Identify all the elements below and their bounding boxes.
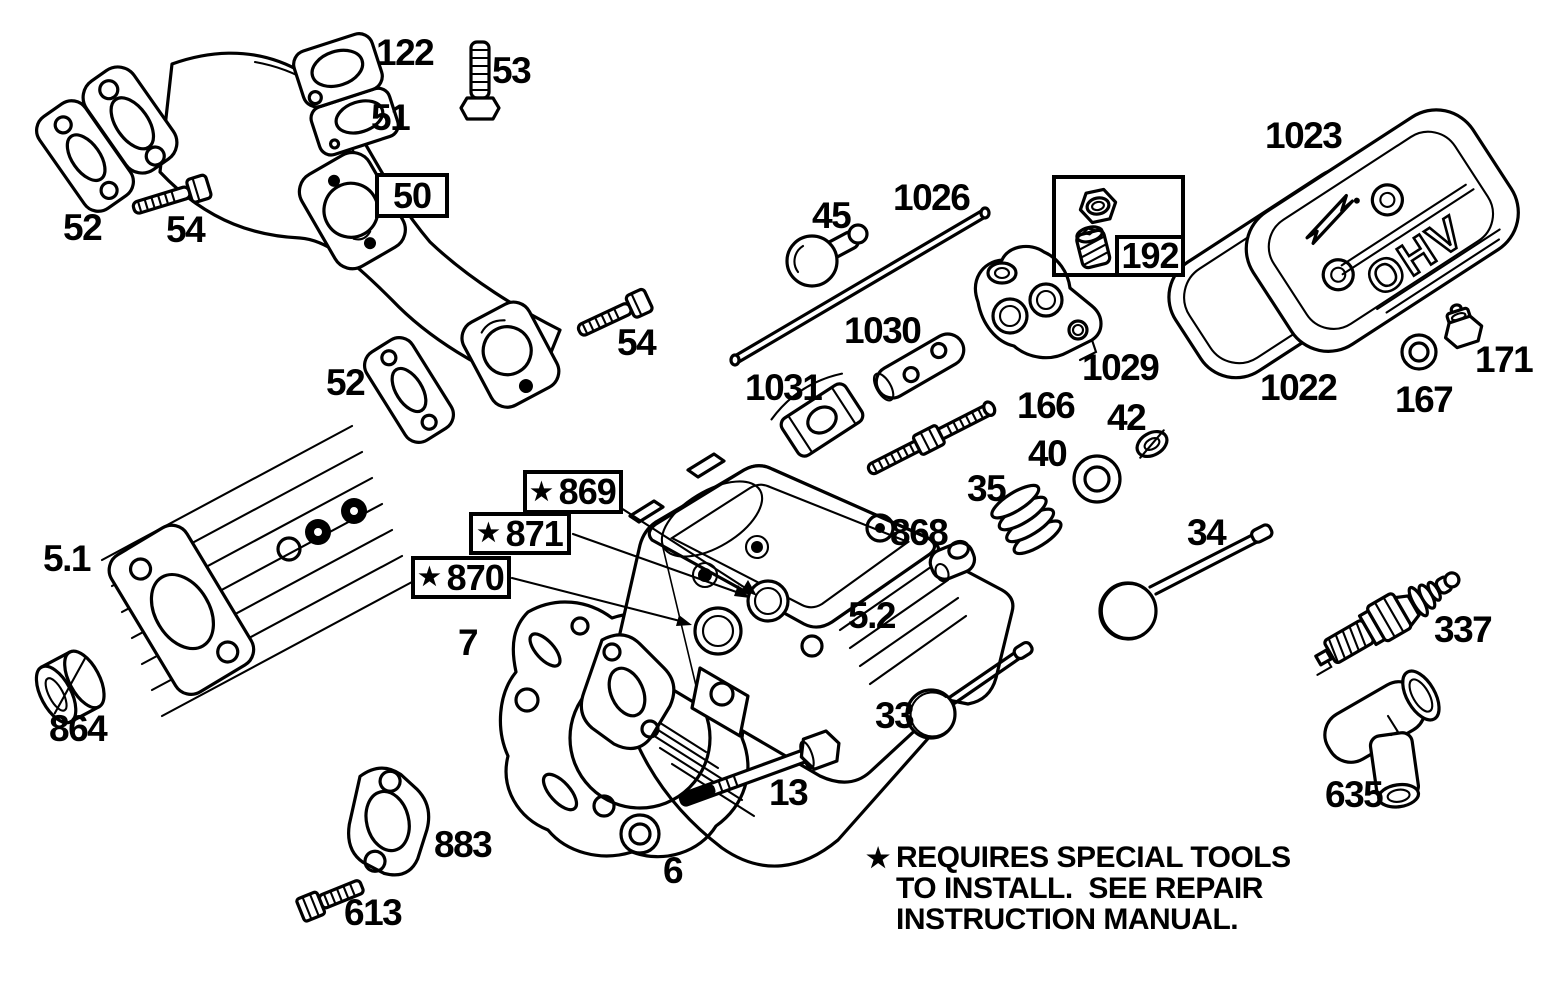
rocker-guide-drawing — [770, 372, 865, 458]
spring-retainer-drawing — [1072, 454, 1122, 504]
push-rod-drawing — [729, 206, 991, 367]
port-gasket-lower-drawing — [362, 336, 456, 444]
rocker-shaft-drawing — [872, 332, 966, 402]
set-screw-drawing — [1075, 225, 1112, 270]
cover-washer-drawing — [1400, 333, 1438, 371]
part-label-883: 883 — [434, 824, 493, 865]
boxed-part-label-869: ★ 869 — [523, 470, 623, 514]
spark-plug-boot-drawing — [1323, 669, 1441, 809]
part-label-33: 33 — [875, 695, 915, 736]
part-label-5-1: 5.1 — [43, 538, 91, 579]
washer-drawing — [619, 813, 661, 855]
boxed-label-869-text: 869 — [558, 471, 617, 512]
special-tool-star-icon: ★ — [477, 519, 499, 547]
exhaust-bolt-drawing — [295, 879, 365, 923]
head-bolt-drawing — [678, 729, 841, 807]
special-tool-star-icon: ★ — [530, 477, 552, 506]
part-label-864: 864 — [49, 708, 108, 749]
part-label-613: 613 — [344, 892, 403, 933]
boxed-part-label-192: 192 — [1115, 235, 1185, 277]
part-label-1030: 1030 — [844, 310, 922, 351]
jam-nut-drawing — [1078, 187, 1118, 225]
boxed-part-label-50: 50 — [375, 173, 449, 218]
part-label-51: 51 — [371, 97, 411, 138]
part-label-54-lower: 54 — [617, 322, 657, 363]
note-line-2: TO INSTALL. SEE REPAIR — [896, 872, 1263, 905]
part-label-6: 6 — [663, 850, 684, 891]
special-tool-star-icon: ★ — [866, 843, 890, 873]
manifold-bolt-upper-drawing — [131, 173, 213, 215]
part-label-53: 53 — [492, 50, 532, 91]
part-label-42: 42 — [1107, 397, 1147, 438]
part-label-1023: 1023 — [1265, 115, 1343, 156]
exhaust-valve-drawing — [905, 640, 1034, 740]
carb-bolt-drawing — [459, 40, 501, 121]
cylinder-head-drawing — [579, 452, 1015, 868]
part-label-54-upper: 54 — [166, 209, 206, 250]
boxed-label-871-text: 871 — [505, 512, 564, 554]
part-label-166: 166 — [1017, 385, 1076, 426]
part-label-337: 337 — [1434, 609, 1493, 650]
carb-spacer-drawing — [292, 32, 400, 157]
exhaust-gasket-drawing — [347, 766, 431, 877]
special-tool-star-icon: ★ — [418, 563, 440, 591]
part-label-7: 7 — [458, 622, 479, 663]
intake-manifold-drawing — [81, 51, 562, 409]
part-label-45: 45 — [812, 195, 852, 236]
briggs-stratton-logo — [1305, 193, 1355, 245]
note-line-1-text: REQUIRES SPECIAL TOOLS — [896, 841, 1291, 874]
rocker-stud-drawing — [866, 400, 997, 476]
boxed-part-label-871: ★ 871 — [469, 512, 571, 555]
port-gasket-upper-drawing — [35, 99, 135, 213]
cover-nut-drawing — [1443, 303, 1484, 350]
part-label-13: 13 — [769, 772, 809, 813]
valve-keeper-drawing — [1135, 429, 1169, 459]
cylinder-shield-drawing — [100, 424, 414, 718]
valve-guide-bushing-drawing — [34, 649, 106, 725]
part-label-52-lower: 52 — [326, 362, 366, 403]
rocker-arm-drawing — [973, 244, 1103, 362]
spark-plug-drawing — [1314, 571, 1461, 676]
intake-valve-drawing — [1098, 523, 1274, 641]
part-label-868: 868 — [890, 512, 949, 553]
part-label-171: 171 — [1475, 339, 1534, 380]
note-line-3: INSTRUCTION MANUAL. — [896, 903, 1239, 936]
valve-seal-drawing — [928, 539, 977, 583]
boxed-part-label-870: ★ 870 — [411, 556, 511, 599]
part-label-122: 122 — [376, 32, 435, 73]
part-label-1029: 1029 — [1082, 347, 1160, 388]
part-label-40: 40 — [1028, 433, 1068, 474]
boxed-label-50-text: 50 — [392, 174, 432, 216]
note-line-1: ★REQUIRES SPECIAL TOOLS — [866, 842, 1291, 873]
part-label-35: 35 — [967, 468, 1007, 509]
part-label-1026: 1026 — [893, 177, 971, 218]
leader-lines — [510, 506, 757, 626]
valve-cover-drawing: OHV — [1244, 108, 1520, 353]
part-label-1022: 1022 — [1260, 367, 1338, 408]
rocker-ball-drawing — [785, 223, 869, 288]
boxed-label-192-text: 192 — [1121, 235, 1179, 276]
special-tools-note: ★REQUIRES SPECIAL TOOLS TO INSTALL. SEE … — [866, 842, 1291, 935]
part-label-635: 635 — [1325, 774, 1384, 815]
part-label-34: 34 — [1187, 512, 1227, 553]
part-label-1031: 1031 — [745, 367, 823, 408]
part-label-5-2: 5.2 — [848, 595, 896, 636]
part-label-52-upper: 52 — [63, 207, 103, 248]
valve-spring-drawing — [990, 483, 1063, 556]
manifold-bolt-lower-drawing — [576, 287, 654, 337]
boxed-label-870-text: 870 — [446, 556, 505, 598]
part-label-167: 167 — [1395, 379, 1454, 420]
